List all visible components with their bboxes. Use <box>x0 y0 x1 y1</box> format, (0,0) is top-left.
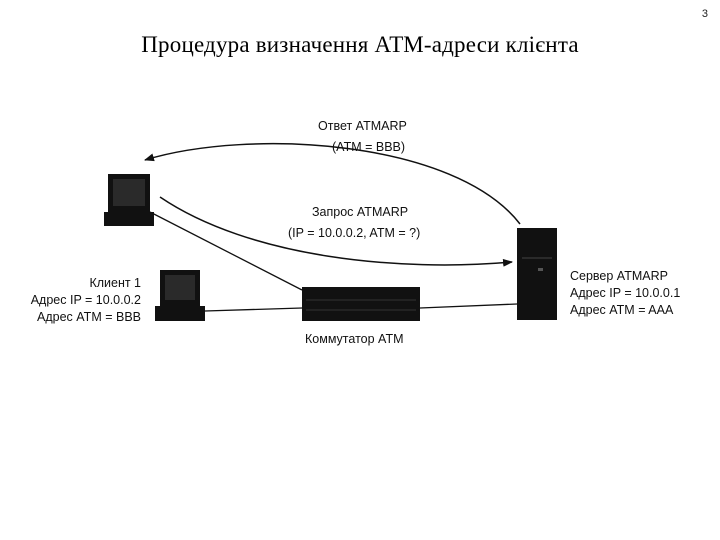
request-label-line2: (IP = 10.0.0.2, ATM = ?) <box>288 226 420 240</box>
switch-to-server-link <box>419 303 518 309</box>
reply-label-line1: Ответ ATMARP <box>318 119 407 133</box>
reply-label-line2: (ATM = BBB) <box>332 140 405 154</box>
server-label-line3: Адрес ATM = AAA <box>570 303 674 317</box>
page-number: 3 <box>701 8 708 20</box>
client-label-line2: Адрес IP = 10.0.0.2 <box>31 293 141 307</box>
client-label-line3: Адрес ATM = BBB <box>37 310 141 324</box>
client-label-line1: Клиент 1 <box>89 276 141 290</box>
switch-label: Коммутатор ATM <box>305 332 404 346</box>
request-arrow <box>159 196 513 267</box>
request-label-line1: Запрос ATMARP <box>312 205 408 219</box>
workstation-top-icon <box>104 174 154 226</box>
atm-switch-icon <box>302 287 420 321</box>
client-workstation-icon <box>155 270 205 321</box>
server-label-line2: Адрес IP = 10.0.0.1 <box>570 286 680 300</box>
server-label-line1: Сервер ATMARP <box>570 269 668 283</box>
reply-arrow <box>144 142 521 225</box>
slide-title: Процедура визначення АТМ-адреси клієнта <box>141 32 579 57</box>
client-to-switch-link <box>204 307 303 312</box>
server-tower-icon <box>517 228 557 320</box>
top-workstation-to-switch-link <box>149 211 303 291</box>
